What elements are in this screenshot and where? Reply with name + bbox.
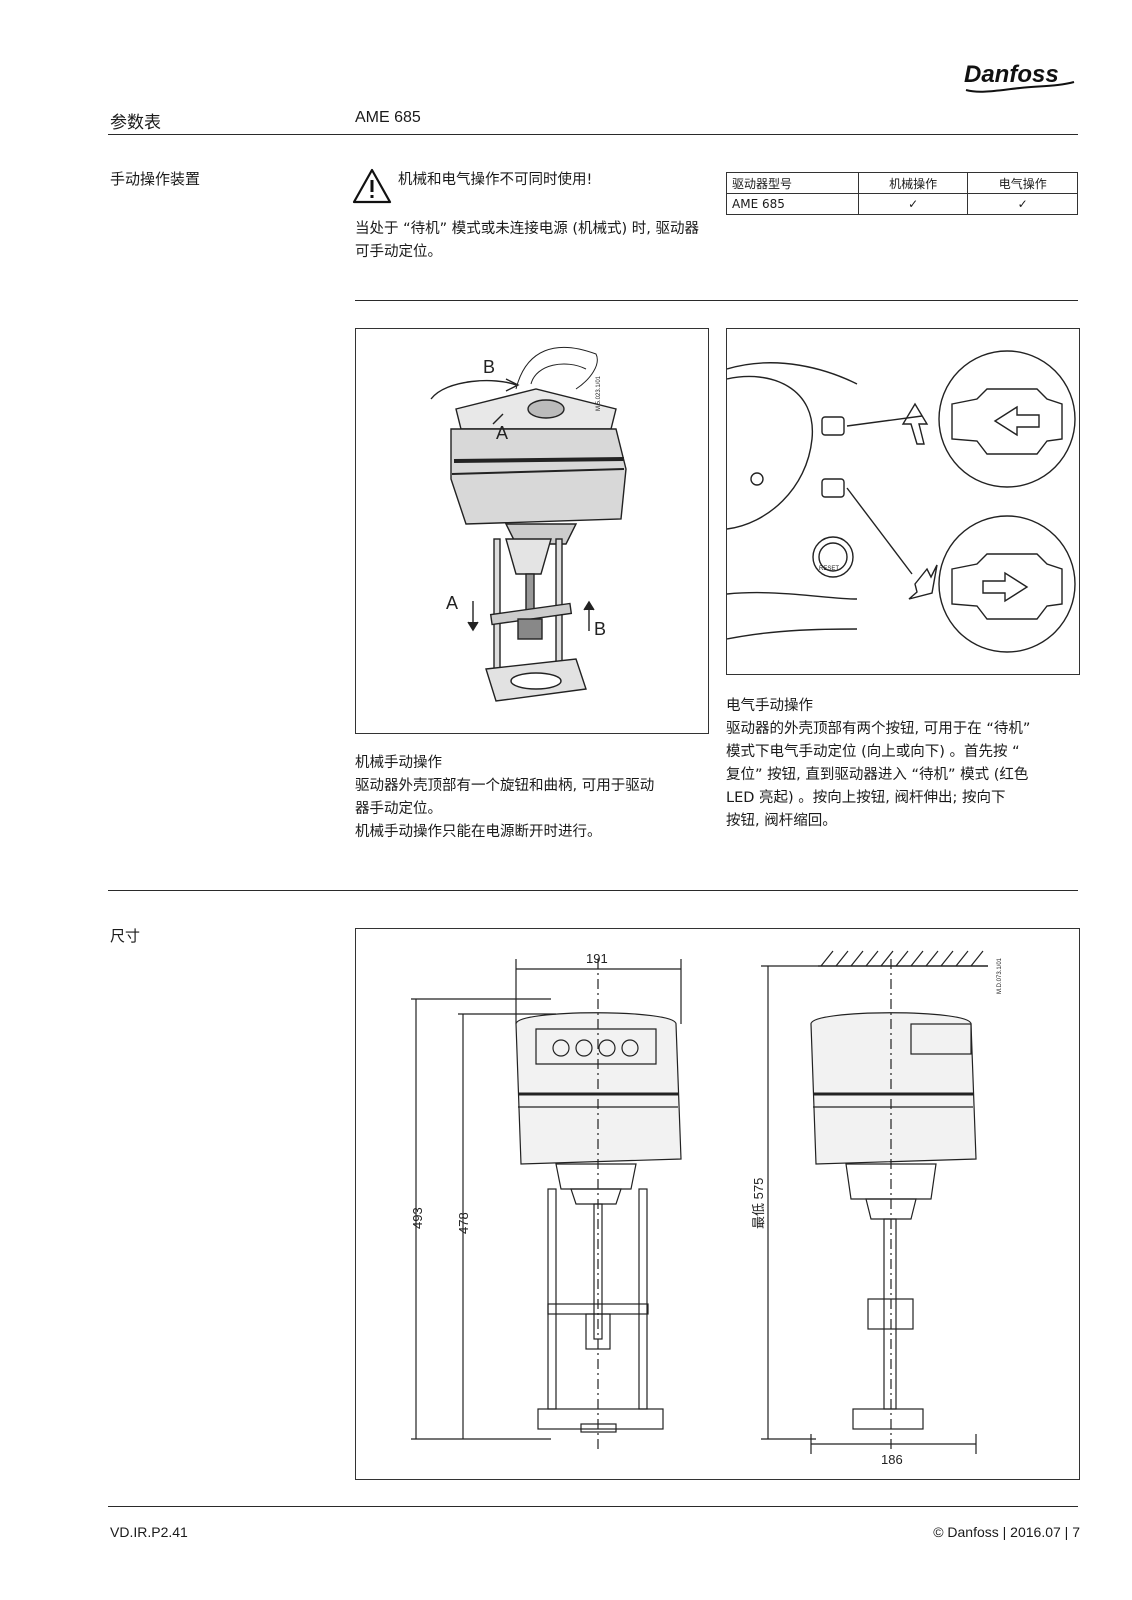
button-illustration: RESET	[726, 350, 1076, 653]
table-header-row: 驱动器型号 机械操作 电气操作	[726, 172, 1078, 194]
table-cell: AME 685	[726, 193, 859, 215]
dim-min-clearance: 最低 575	[751, 1178, 766, 1229]
label-a-low: A	[446, 593, 458, 613]
mechanical-caption: 机械手动操作 驱动器外壳顶部有一个旋钮和曲柄, 可用于驱动 器手动定位。 机械手…	[355, 752, 715, 844]
dim-width-side: 186	[881, 1452, 903, 1467]
dimension-illustration: 191 493 478 最低 575 186 M.D.073.1/01	[410, 950, 1003, 1467]
caption-line: 机械手动操作只能在电源断开时进行。	[355, 824, 602, 840]
dimension-drawing: 191 493 478 最低 575 186 M.D.073.1/01	[355, 928, 1080, 1480]
header-divider	[108, 134, 1078, 135]
document-code: VD.IR.P2.41	[110, 1524, 188, 1540]
dim-height-body: 478	[456, 1212, 471, 1234]
electrical-caption-title: 电气手动操作	[726, 698, 813, 714]
table-header-cell: 机械操作	[857, 172, 969, 194]
caption-line: 器手动定位。	[355, 801, 442, 817]
product-title: AME 685	[355, 109, 421, 126]
table-cell: ✓	[967, 193, 1078, 215]
footer-divider	[108, 1506, 1078, 1507]
standby-note: 当处于 “待机” 模式或未连接电源 (机械式) 时, 驱动器可手动定位。	[355, 221, 699, 260]
caption-line: 模式下电气手动定位 (向上或向下) 。首先按 “	[726, 744, 1020, 760]
dimensions-section-title: 尺寸	[110, 927, 141, 945]
warning-text: 机械和电气操作不可同时使用!	[398, 172, 593, 188]
caption-line: 复位” 按钮, 直到驱动器进入 “待机” 模式 (红色	[726, 767, 1029, 783]
section-divider	[108, 890, 1078, 891]
mechanical-operation-figure: B A A B M.5.023.1/01	[355, 328, 709, 734]
section-title: 参数表	[110, 113, 161, 133]
logo-text: Danfoss	[964, 61, 1059, 88]
table-row: AME 685 ✓ ✓	[726, 193, 1078, 215]
table-header-cell: 驱动器型号	[726, 172, 859, 194]
reset-label: RESET	[819, 566, 839, 572]
table-cell: ✓	[857, 193, 969, 215]
caption-line: 驱动器的外壳顶部有两个按钮, 可用于在 “待机”	[726, 721, 1031, 737]
drawing-code: M.D.073.1/01	[997, 957, 1003, 994]
caption-line: LED 亮起) 。按向上按钮, 阀杆伸出; 按向下	[726, 790, 1006, 806]
caption-line: 按钮, 阀杆缩回。	[726, 813, 837, 829]
electrical-caption: 电气手动操作 驱动器的外壳顶部有两个按钮, 可用于在 “待机” 模式下电气手动定…	[726, 695, 1086, 833]
caption-line: 驱动器外壳顶部有一个旋钮和曲柄, 可用于驱动	[355, 778, 655, 794]
electrical-operation-figure: RESET	[726, 328, 1080, 675]
figure-code: M.5.023.1/01	[596, 375, 602, 411]
warning-icon	[352, 168, 392, 204]
table-header-cell: 电气操作	[967, 172, 1078, 194]
actuator-illustration: B A A B M.5.023.1/01	[430, 346, 627, 702]
label-b-low: B	[594, 619, 606, 639]
copyright: © Danfoss | 2016.07 | 7	[933, 1524, 1080, 1540]
dim-width-front: 191	[586, 951, 608, 966]
label-a-top: A	[496, 423, 508, 443]
label-b-top: B	[483, 357, 495, 377]
operation-table: 驱动器型号 机械操作 电气操作 AME 685 ✓ ✓	[726, 172, 1078, 215]
section-divider	[355, 300, 1078, 301]
dim-height-total: 493	[410, 1207, 425, 1229]
mechanical-caption-title: 机械手动操作	[355, 755, 442, 771]
danfoss-logo: Danfoss	[964, 61, 1075, 93]
manual-section-title: 手动操作装置	[110, 170, 201, 188]
